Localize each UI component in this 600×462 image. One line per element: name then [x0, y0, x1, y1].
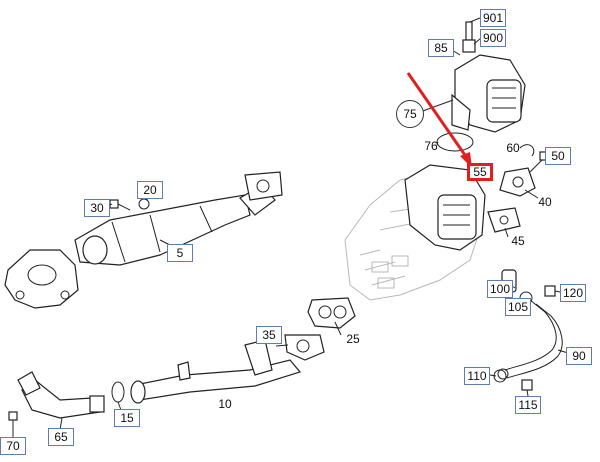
coolant-pipe-90 — [497, 299, 563, 380]
callout-120[interactable]: 120 — [560, 284, 587, 302]
callout-76[interactable]: 76 — [424, 139, 438, 153]
flange-gasket-40 — [499, 167, 536, 197]
egr-pipe-10 — [130, 339, 302, 404]
callout-40[interactable]: 40 — [538, 195, 552, 209]
callout-15[interactable]: 15 — [114, 409, 140, 427]
pipe-65 — [17, 371, 105, 419]
callout-20[interactable]: 20 — [137, 181, 163, 199]
callout-65[interactable]: 65 — [48, 428, 74, 446]
callout-55-highlighted[interactable]: 55 — [467, 163, 493, 181]
callout-10[interactable]: 10 — [218, 397, 232, 411]
gasket-35 — [284, 334, 325, 361]
engine-block-outline — [344, 169, 481, 301]
callout-5[interactable]: 5 — [167, 244, 193, 262]
bolt-120 — [544, 285, 556, 297]
callout-50[interactable]: 50 — [545, 147, 571, 165]
egr-valve-lower — [404, 164, 486, 251]
catalytic-converter — [74, 171, 283, 266]
gasket-ring — [436, 132, 474, 152]
callout-901[interactable]: 901 — [480, 9, 507, 27]
gasket-20 — [138, 198, 150, 210]
callout-60[interactable]: 60 — [506, 141, 520, 155]
callout-70[interactable]: 70 — [0, 437, 26, 455]
turbo-housing — [4, 249, 79, 309]
callout-105[interactable]: 105 — [505, 298, 532, 316]
callout-45[interactable]: 45 — [511, 234, 525, 248]
callout-110[interactable]: 110 — [464, 367, 490, 385]
callout-90[interactable]: 90 — [566, 347, 592, 365]
leader-lines — [59, 17, 569, 431]
bolt-70 — [8, 411, 18, 421]
callout-75[interactable]: 75 — [396, 100, 424, 128]
callout-900[interactable]: 900 — [480, 29, 507, 47]
callout-35[interactable]: 35 — [256, 326, 282, 344]
egr-valve-upper — [451, 21, 526, 133]
callout-85[interactable]: 85 — [428, 39, 454, 57]
gasket-25 — [307, 297, 356, 329]
gasket-15 — [111, 381, 125, 403]
callout-115[interactable]: 115 — [515, 396, 541, 414]
callout-25[interactable]: 25 — [346, 332, 360, 346]
clip-60 — [519, 144, 535, 157]
callout-100[interactable]: 100 — [487, 280, 514, 298]
flange-gasket-45 — [487, 207, 521, 233]
bolt-115 — [521, 379, 533, 391]
callout-30[interactable]: 30 — [84, 199, 110, 217]
